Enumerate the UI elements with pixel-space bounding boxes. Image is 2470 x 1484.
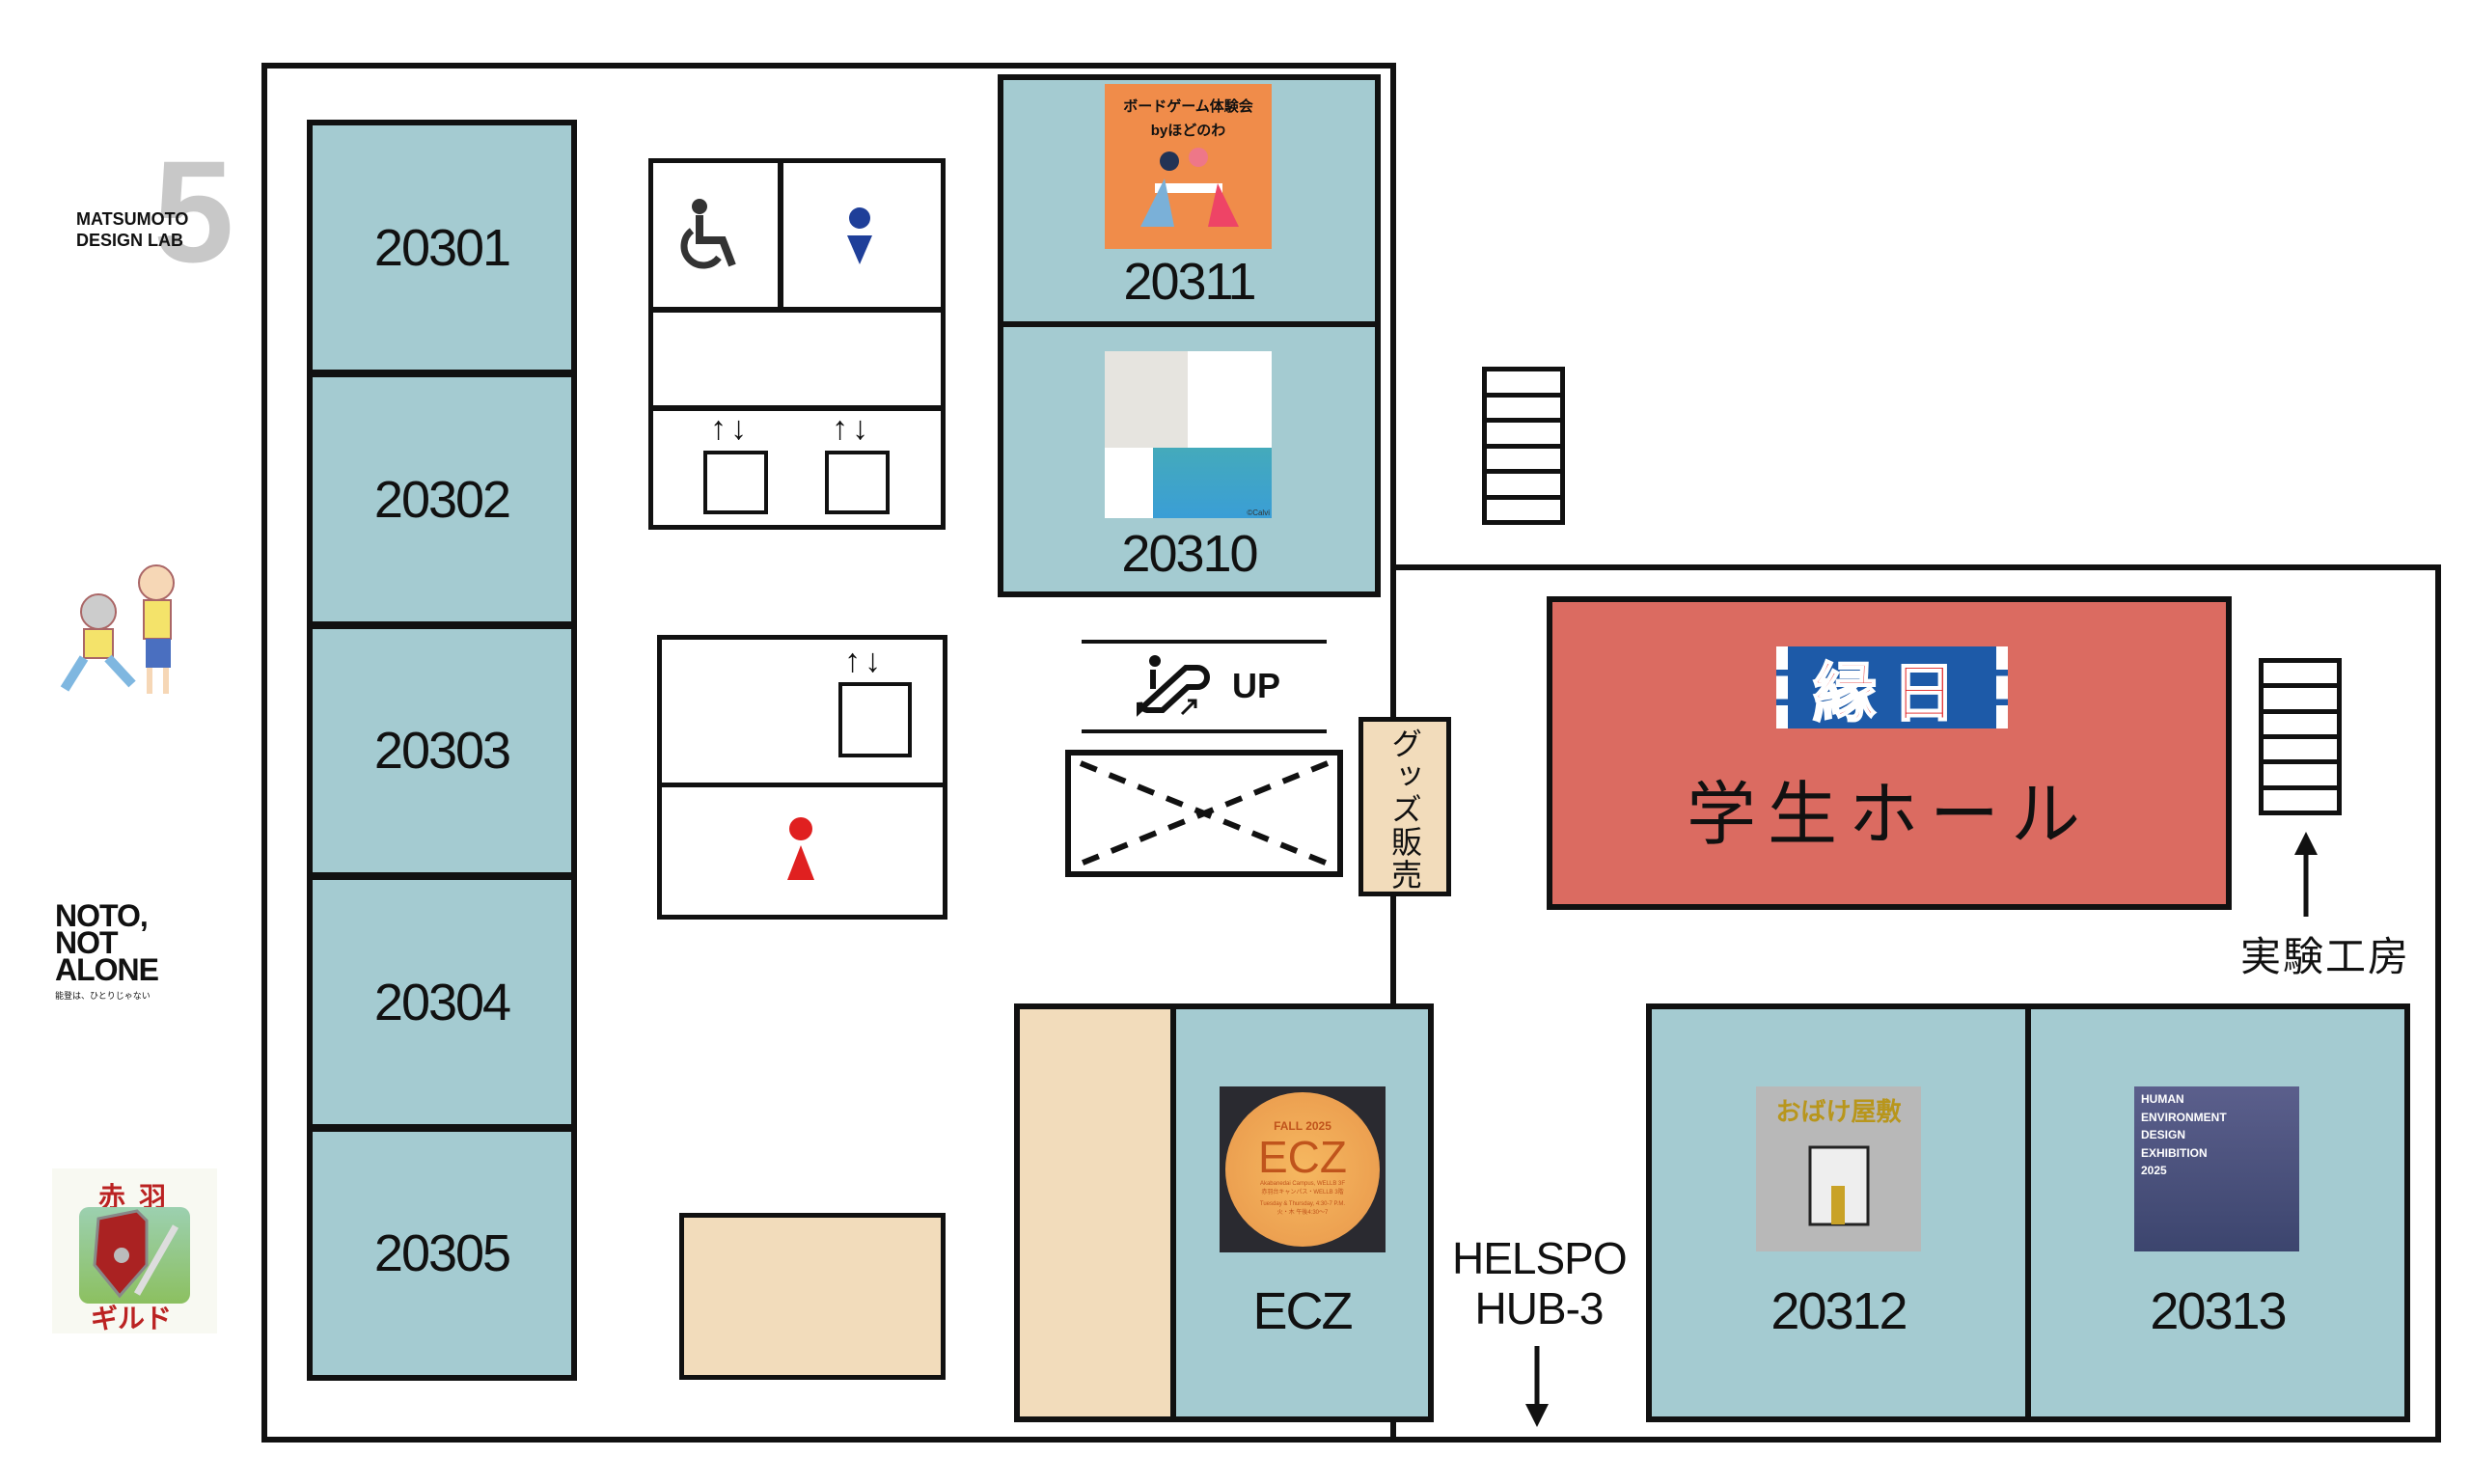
- poster-text: FALL 2025: [1274, 1119, 1331, 1133]
- swimming-poster: ©Calvi: [1105, 351, 1272, 518]
- poster-credit: ©Calvi: [1247, 508, 1270, 517]
- student-hall-label: 学生ホール: [1686, 777, 2092, 854]
- floor-outline-bottom: [261, 1437, 2441, 1443]
- escalator-up-label: UP: [1232, 666, 1281, 705]
- divider: [778, 158, 783, 313]
- helspo-label: HELSPO: [1452, 1233, 1628, 1283]
- divider: [648, 405, 946, 411]
- room-number: 20313: [2150, 1282, 2287, 1340]
- escalator-void: [1065, 750, 1343, 877]
- escalator-line: [1082, 729, 1327, 733]
- poster-text: ENVIRONMENT: [2141, 1110, 2227, 1124]
- poster-text: 火・木 午後4:30〜7: [1276, 1210, 1329, 1216]
- ecz-poster: FALL 2025 ECZ Akabanedai Campus, WELLB 3…: [1220, 1086, 1386, 1252]
- room-20305[interactable]: 20305: [307, 1126, 577, 1381]
- elevator-arrows: ↑↓: [844, 643, 885, 679]
- poster-text: ボードゲーム体験会: [1123, 98, 1253, 115]
- lab-exit-label: 実験工房: [2240, 934, 2411, 979]
- room-20302[interactable]: 20302: [307, 371, 577, 627]
- boardgame-poster: ボードゲーム体験会 byほどのわ: [1105, 84, 1272, 249]
- poster-text: DESIGN: [2141, 1128, 2186, 1142]
- akabane-logo-bottom: ギルド: [91, 1304, 173, 1333]
- poster-text: byほどのわ: [1150, 123, 1226, 139]
- human-environment-poster: HUMAN ENVIRONMENT DESIGN EXHIBITION 2025: [2134, 1086, 2299, 1251]
- elevator-3[interactable]: [838, 682, 912, 757]
- room-number: 20305: [373, 1224, 511, 1282]
- beige-booth: [1014, 1003, 1176, 1422]
- room-number: 20304: [373, 973, 511, 1031]
- banner-text: 縁日: [1812, 656, 1971, 729]
- haunted-house-poster: おばけ屋敷: [1756, 1086, 1921, 1251]
- storage-area: [679, 1213, 946, 1380]
- akabane-guild-logo: 赤羽 ギルド: [52, 1168, 217, 1333]
- matsumoto-design-lab-logo: 5 MATSUMOTO DESIGN LAB: [76, 139, 233, 296]
- escalator-icon: [1134, 654, 1211, 723]
- poster-text: HUMAN: [2141, 1092, 2184, 1106]
- floor-number: 5: [153, 130, 234, 292]
- room-number: 20312: [1770, 1282, 1907, 1340]
- ennichi-banner: 縁日: [1776, 646, 2008, 729]
- poster-text: Tuesday & Thursday, 4:30-7 P.M.: [1259, 1201, 1346, 1207]
- noto-logo-subtitle: 能登は、ひとりじゃない: [55, 991, 151, 1001]
- noto-logo-title: NOTO, NOT ALONE: [55, 898, 159, 987]
- poster-text: Akabanedai Campus, WELLB 3F: [1259, 1181, 1346, 1187]
- restroom-block: [648, 158, 946, 530]
- room-number: 20311: [1123, 253, 1256, 311]
- goods-sale-booth[interactable]: グッズ販売: [1358, 717, 1451, 896]
- room-number: 20303: [373, 722, 511, 780]
- elevator-1[interactable]: [703, 451, 768, 514]
- elevator-arrows: ↑↓: [832, 410, 872, 447]
- room-20303[interactable]: 20303: [307, 623, 577, 878]
- elevator-arrows: ↑↓: [710, 410, 751, 447]
- divider: [648, 307, 946, 313]
- helspo-exit-label: HELSPO HUB-3: [1452, 1233, 1628, 1333]
- room-number: 20310: [1121, 525, 1258, 583]
- poster-text: おばけ屋敷: [1775, 1097, 1902, 1126]
- akabane-logo-top: 赤羽: [98, 1182, 180, 1212]
- female-restroom-icon: [785, 816, 816, 887]
- goods-sale-label: グッズ販売: [1387, 728, 1422, 892]
- poster-text: EXHIBITION: [2141, 1145, 2208, 1160]
- stairs-north: [1482, 367, 1565, 525]
- poster-text: ECZ: [1258, 1132, 1347, 1182]
- noto-not-alone-logo: NOTO, NOT ALONE 能登は、ひとりじゃない: [55, 898, 224, 1030]
- poster-text: 赤羽台キャンパス・WELLB 3階: [1261, 1190, 1344, 1195]
- wall-cover: [1390, 69, 1396, 564]
- room-number: 20301: [373, 218, 511, 277]
- room-number: ECZ: [1252, 1282, 1354, 1340]
- divider: [657, 783, 947, 787]
- arrow-down-icon: [1523, 1346, 1551, 1433]
- room-20301[interactable]: 20301: [307, 120, 577, 375]
- elevator-2[interactable]: [825, 451, 890, 514]
- arrow-up-icon: [2292, 830, 2320, 921]
- matsumoto-logo-text: MATSUMOTO DESIGN LAB: [76, 209, 189, 250]
- escalator-line: [1082, 640, 1327, 644]
- shield-sword-icon: [79, 1207, 190, 1304]
- room-20310[interactable]: 20310: [998, 321, 1381, 597]
- room-20304[interactable]: 20304: [307, 874, 577, 1130]
- room-number: 20302: [373, 470, 511, 529]
- poster-text: 2025: [2141, 1164, 2167, 1178]
- hub3-label: HUB-3: [1474, 1283, 1604, 1333]
- stairs-east: [2259, 658, 2342, 815]
- kids-stretching-illustration: [55, 554, 206, 700]
- male-restroom-icon: [845, 206, 874, 271]
- accessible-restroom-icon: [680, 198, 744, 276]
